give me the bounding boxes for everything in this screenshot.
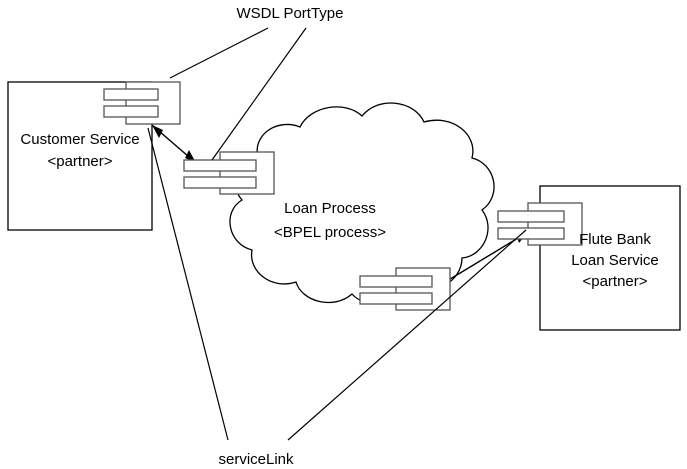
arrowhead-left (152, 125, 163, 138)
service-link-label: serviceLink (218, 451, 294, 468)
loan-process-inbound-port-icon[interactable] (183, 151, 275, 195)
wsdl-porttype-label: WSDL PortType (237, 5, 344, 22)
loan-process-cloud[interactable] (229, 102, 495, 305)
servicelink-leader-line-1 (147, 127, 229, 441)
customer-service-label-line2: <partner> (47, 153, 112, 170)
loan-process-label-line2: <BPEL process> (274, 224, 386, 241)
wsdl-leader-line-1 (169, 27, 269, 79)
service-link-left-arrow (151, 124, 197, 164)
customer-service-port-icon[interactable] (103, 81, 181, 125)
servicelink-leader-line-2 (287, 229, 527, 441)
flute-bank-label-line1: Flute Bank (579, 231, 651, 248)
flute-bank-label-line2: Loan Service (571, 252, 659, 269)
wsdl-leader-line-2 (211, 27, 307, 161)
flute-bank-port-icon[interactable] (497, 202, 583, 246)
loan-process-label-line1: Loan Process (284, 200, 376, 217)
customer-service-label-line1: Customer Service (20, 131, 139, 148)
flute-bank-label-line3: <partner> (582, 273, 647, 290)
loan-process-outbound-port-icon[interactable] (359, 267, 451, 311)
